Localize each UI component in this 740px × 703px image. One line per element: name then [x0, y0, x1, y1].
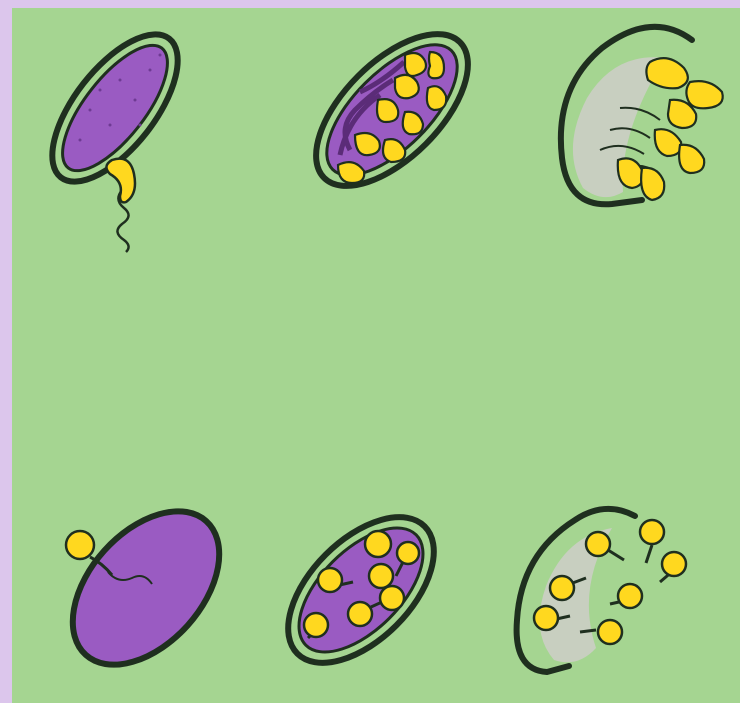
phage-head: [66, 531, 94, 559]
